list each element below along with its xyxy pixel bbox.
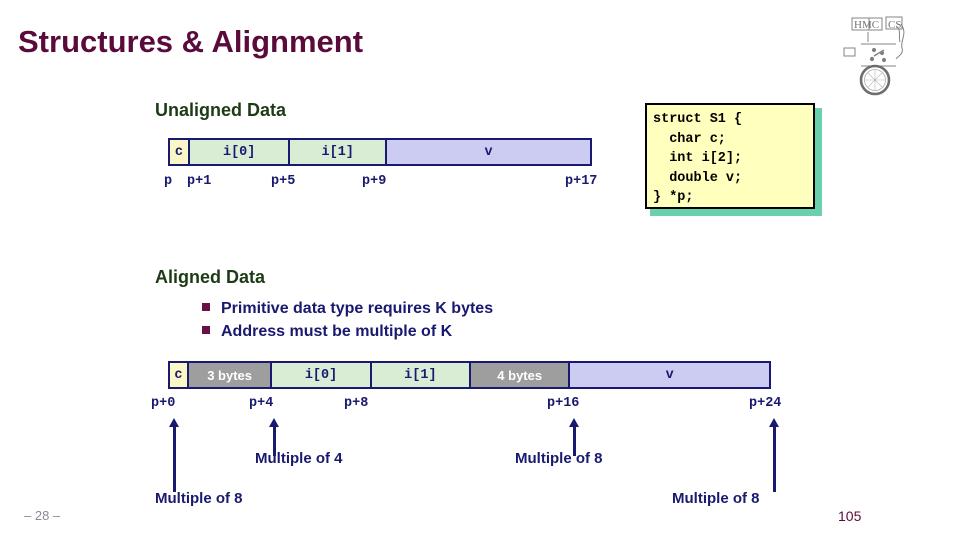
page-title: Structures & Alignment bbox=[18, 24, 364, 59]
alignment-arrow-up bbox=[269, 418, 280, 456]
arrow-head-icon bbox=[169, 418, 179, 427]
alignment-arrow-up bbox=[569, 418, 580, 456]
bullet-square-icon bbox=[202, 326, 210, 334]
address-label-p0: p+0 bbox=[151, 396, 176, 411]
address-label-p17: p+17 bbox=[565, 174, 598, 189]
svg-text:CS: CS bbox=[888, 19, 901, 31]
mem-cell-c: c bbox=[170, 363, 189, 387]
annotation-multiple-of-4: Multiple of 4 bbox=[255, 450, 343, 467]
address-label-p4: p+4 bbox=[249, 396, 274, 411]
struct-definition-code-box: struct S1 { char c; int i[2]; double v; … bbox=[645, 103, 815, 209]
address-label-p: p bbox=[164, 174, 173, 189]
bullet-label: Address must be multiple of K bbox=[221, 323, 453, 340]
address-label-p24: p+24 bbox=[749, 396, 782, 411]
bullet-item: Primitive data type requires K bytes bbox=[202, 300, 493, 318]
code-line: } *p; bbox=[653, 190, 694, 205]
arrow-head-icon bbox=[769, 418, 779, 427]
code-line: struct S1 { bbox=[653, 112, 743, 127]
bullet-item: Address must be multiple of K bbox=[202, 323, 452, 341]
arrow-head-icon bbox=[569, 418, 579, 427]
memory-bar-aligned: c 3 bytes i[0] i[1] 4 bytes v bbox=[168, 361, 771, 389]
svg-text:HMC: HMC bbox=[854, 19, 879, 31]
address-label-p16: p+16 bbox=[547, 396, 580, 411]
arrow-shaft bbox=[273, 425, 276, 456]
arrow-shaft bbox=[573, 425, 576, 456]
bullet-square-icon bbox=[202, 303, 210, 311]
mem-cell-c: c bbox=[170, 140, 190, 164]
address-label-p8: p+8 bbox=[344, 396, 369, 411]
alignment-arrow-up bbox=[769, 418, 780, 492]
code-line: double v; bbox=[653, 170, 743, 186]
section-heading-unaligned: Unaligned Data bbox=[155, 100, 287, 120]
address-label-p9: p+9 bbox=[362, 174, 387, 189]
address-label-p1: p+1 bbox=[187, 174, 212, 189]
code-line: int i[2]; bbox=[653, 151, 743, 166]
hmc-cs-bicycle-logo-icon: HMC CS bbox=[838, 4, 956, 96]
annotation-multiple-of-8-right: Multiple of 8 bbox=[672, 490, 760, 507]
page-number: 105 bbox=[838, 508, 862, 524]
bullet-label: Primitive data type requires K bytes bbox=[221, 300, 494, 317]
mem-cell-i0: i[0] bbox=[272, 363, 372, 387]
mem-cell-i1: i[1] bbox=[371, 363, 472, 387]
mem-cell-padding-3bytes: 3 bytes bbox=[188, 363, 273, 387]
arrow-shaft bbox=[773, 425, 776, 492]
annotation-multiple-of-8-mid: Multiple of 8 bbox=[515, 450, 603, 467]
alignment-arrow-up bbox=[169, 418, 180, 492]
arrow-shaft bbox=[173, 425, 176, 492]
mem-cell-padding-4bytes: 4 bytes bbox=[471, 363, 571, 387]
mem-cell-v: v bbox=[570, 363, 770, 387]
memory-bar-unaligned: c i[0] i[1] v bbox=[168, 138, 592, 166]
arrow-head-icon bbox=[269, 418, 279, 427]
section-heading-aligned: Aligned Data bbox=[155, 267, 266, 287]
mem-cell-i0: i[0] bbox=[189, 140, 291, 164]
mem-cell-v: v bbox=[386, 140, 590, 164]
mem-cell-i1: i[1] bbox=[290, 140, 387, 164]
code-line: char c; bbox=[653, 131, 726, 147]
address-label-p5: p+5 bbox=[271, 174, 296, 189]
footer-slide-marker: – 28 – bbox=[24, 508, 61, 523]
annotation-multiple-of-8-left: Multiple of 8 bbox=[155, 490, 243, 507]
